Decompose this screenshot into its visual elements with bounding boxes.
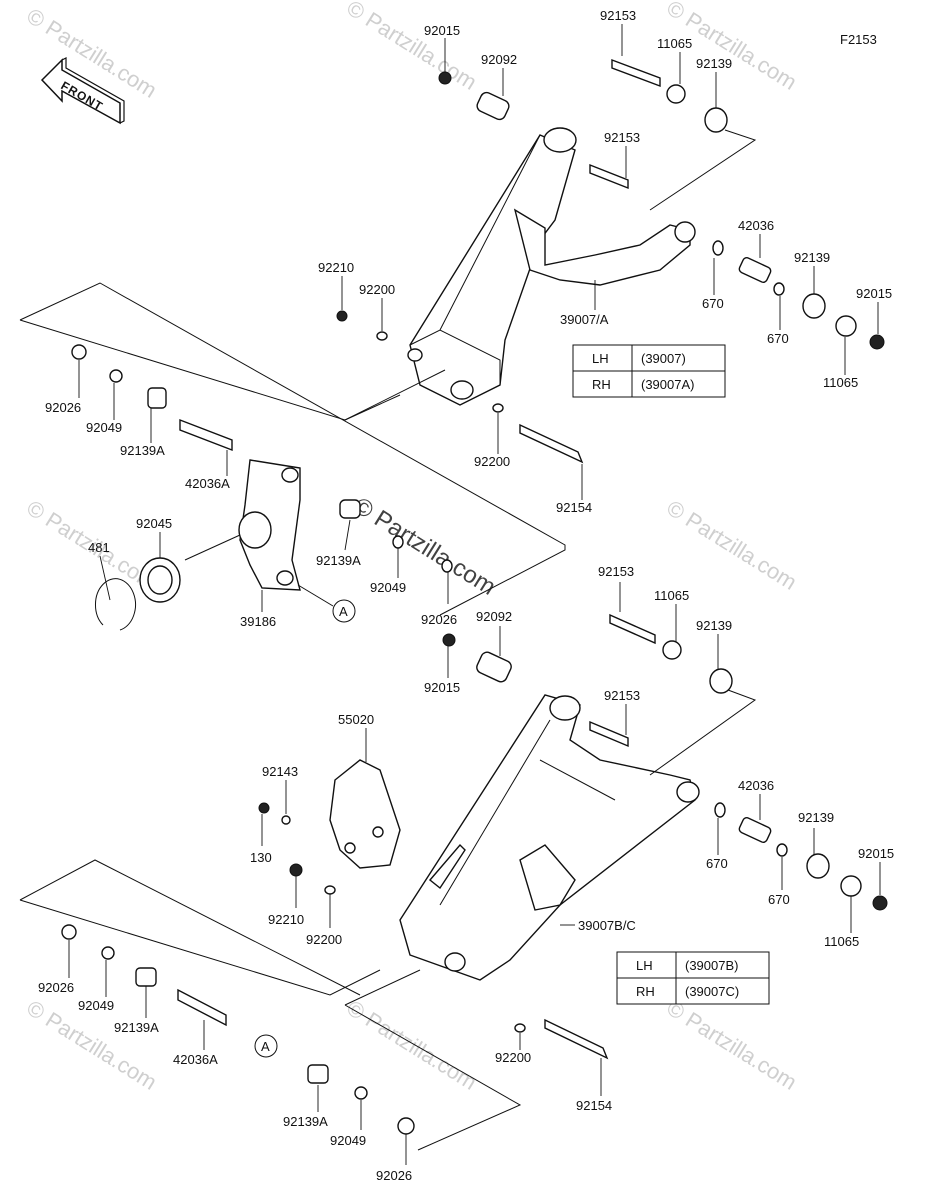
part-label[interactable]: 92153 bbox=[604, 130, 640, 145]
table-side: LH bbox=[636, 958, 653, 973]
part-label[interactable]: 92154 bbox=[576, 1098, 612, 1113]
part-label[interactable]: 39007/A bbox=[560, 312, 609, 327]
part-label[interactable]: 92139 bbox=[798, 810, 834, 825]
part-label[interactable]: 92210 bbox=[268, 912, 304, 927]
part-label[interactable]: 92092 bbox=[476, 609, 512, 624]
part-label[interactable]: 130 bbox=[250, 850, 272, 865]
part-label[interactable]: 42036 bbox=[738, 778, 774, 793]
part-label[interactable]: 92139 bbox=[696, 618, 732, 633]
watermark: © Partzilla.com bbox=[342, 995, 481, 1095]
callout-a: A bbox=[339, 604, 348, 619]
part-label[interactable]: 42036A bbox=[173, 1052, 218, 1067]
table-side: RH bbox=[592, 377, 611, 392]
part-label[interactable]: 11065 bbox=[654, 588, 689, 603]
table-code: (39007A) bbox=[641, 377, 694, 392]
part-label[interactable]: 670 bbox=[768, 892, 790, 907]
part-label[interactable]: 92139 bbox=[696, 56, 732, 71]
part-label[interactable]: 92200 bbox=[359, 282, 395, 297]
part-label[interactable]: 92045 bbox=[136, 516, 172, 531]
part-label[interactable]: 92026 bbox=[376, 1168, 412, 1183]
part-label[interactable]: 92015 bbox=[856, 286, 892, 301]
part-label[interactable]: 92049 bbox=[86, 420, 122, 435]
watermark: © Partzilla.com bbox=[662, 495, 801, 595]
part-label[interactable]: 92143 bbox=[262, 764, 298, 779]
part-label[interactable]: 481 bbox=[88, 540, 110, 555]
part-label[interactable]: 92049 bbox=[330, 1133, 366, 1148]
part-label[interactable]: 11065 bbox=[824, 934, 859, 949]
part-label[interactable]: 92139 bbox=[794, 250, 830, 265]
part-label[interactable]: 39007B/C bbox=[578, 918, 636, 933]
part-label[interactable]: 92210 bbox=[318, 260, 354, 275]
part-label[interactable]: 92200 bbox=[306, 932, 342, 947]
table-side: RH bbox=[636, 984, 655, 999]
part-label[interactable]: 11065 bbox=[823, 375, 858, 390]
part-label[interactable]: 55020 bbox=[338, 712, 374, 727]
part-label[interactable]: 92139A bbox=[120, 443, 165, 458]
part-label[interactable]: 92139A bbox=[283, 1114, 328, 1129]
part-label[interactable]: 92200 bbox=[495, 1050, 531, 1065]
part-label[interactable]: 92049 bbox=[370, 580, 406, 595]
part-label[interactable]: 670 bbox=[702, 296, 724, 311]
part-label[interactable]: 92153 bbox=[600, 8, 636, 23]
part-label[interactable]: 92153 bbox=[604, 688, 640, 703]
part-label[interactable]: 11065 bbox=[657, 36, 692, 51]
watermark: © Partzilla.com bbox=[342, 0, 481, 95]
table-code: (39007C) bbox=[685, 984, 739, 999]
part-label[interactable]: 92015 bbox=[858, 846, 894, 861]
part-label[interactable]: 92026 bbox=[421, 612, 457, 627]
part-label[interactable]: 92026 bbox=[45, 400, 81, 415]
upper-lh-rh-table: LH (39007) RH (39007A) bbox=[572, 344, 726, 398]
part-label[interactable]: 42036A bbox=[185, 476, 230, 491]
callout-a: A bbox=[261, 1039, 270, 1054]
part-label[interactable]: 92015 bbox=[424, 680, 460, 695]
part-label[interactable]: 92153 bbox=[598, 564, 634, 579]
lower-swingarm-assembly: A LH (39007B) RH (39007C) bbox=[19, 613, 888, 1151]
part-label[interactable]: 42036 bbox=[738, 218, 774, 233]
part-label[interactable]: 39186 bbox=[240, 614, 276, 629]
part-label[interactable]: 92092 bbox=[481, 52, 517, 67]
lower-lh-rh-table: LH (39007B) RH (39007C) bbox=[616, 951, 770, 1005]
leader-lines bbox=[68, 24, 881, 1165]
part-label[interactable]: 670 bbox=[767, 331, 789, 346]
part-label[interactable]: 92154 bbox=[556, 500, 592, 515]
part-number-labels: 92015 92092 92153 11065 92139 92153 4203… bbox=[38, 8, 894, 1183]
table-code: (39007B) bbox=[685, 958, 738, 973]
diagram-code: F2153 bbox=[840, 32, 877, 47]
part-label[interactable]: 92026 bbox=[38, 980, 74, 995]
part-label[interactable]: 92200 bbox=[474, 454, 510, 469]
part-label[interactable]: 92049 bbox=[78, 998, 114, 1013]
part-label[interactable]: 92015 bbox=[424, 23, 460, 38]
watermark: © Partzilla.com bbox=[662, 995, 801, 1095]
part-label[interactable]: 670 bbox=[706, 856, 728, 871]
part-label[interactable]: 92139A bbox=[316, 553, 361, 568]
table-code: (39007) bbox=[641, 351, 686, 366]
upper-swingarm-assembly: A LH (39007) RH (39007A) bbox=[19, 58, 885, 631]
part-label[interactable]: 92139A bbox=[114, 1020, 159, 1035]
table-side: LH bbox=[592, 351, 609, 366]
